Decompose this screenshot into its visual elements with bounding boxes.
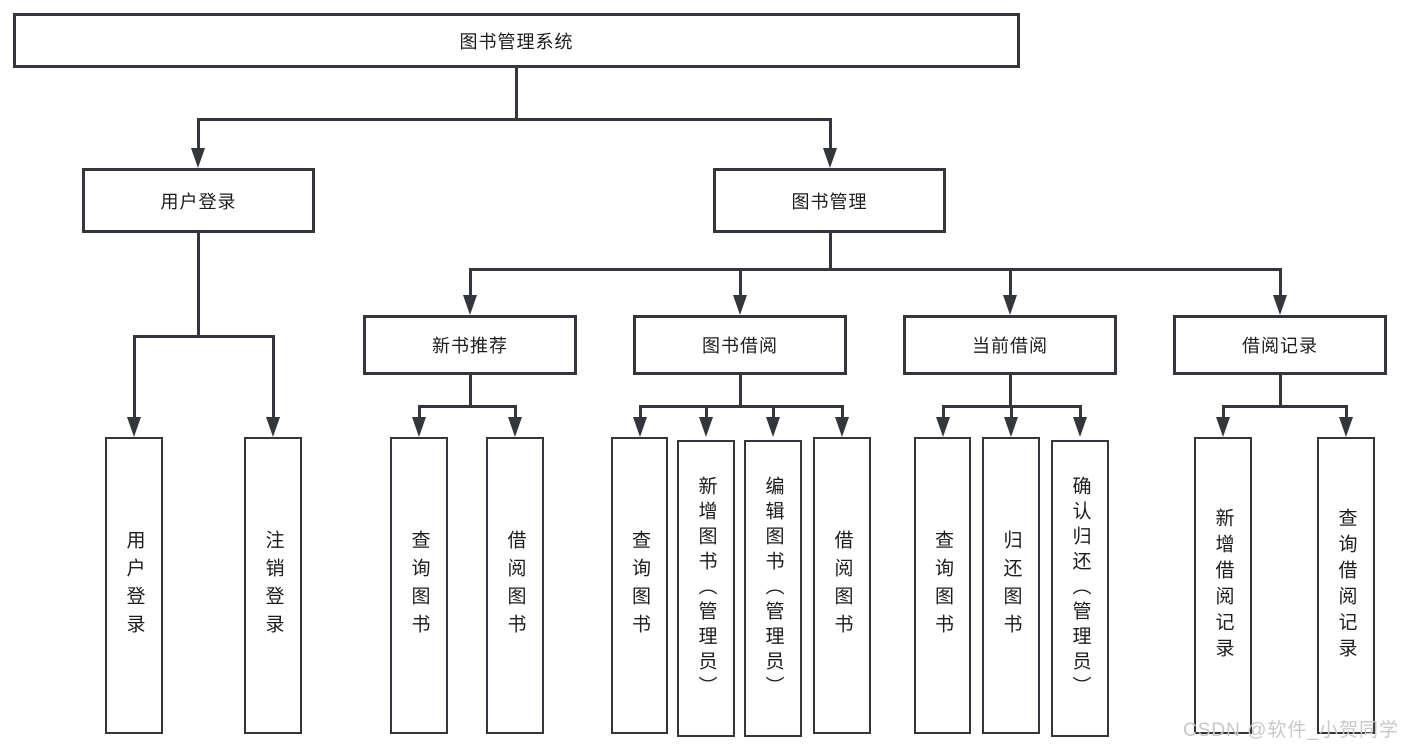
connector-drop xyxy=(1222,405,1225,421)
arrow-down-icon xyxy=(733,295,747,315)
arrow-down-icon xyxy=(191,148,205,168)
node-return-book: 归还图书 xyxy=(982,437,1040,734)
connector-bar xyxy=(418,405,517,408)
arrow-down-icon xyxy=(1273,295,1287,315)
node-borrow-books-recommend: 借阅图书 xyxy=(486,437,544,734)
node-new-book-recommend: 新书推荐 xyxy=(363,315,577,375)
connector-drop xyxy=(772,405,775,421)
connector-drop xyxy=(739,268,742,299)
connector-bar xyxy=(639,405,844,408)
node-add-book-admin-label: 新增图书（管理员） xyxy=(695,476,717,701)
node-logout: 注销登录 xyxy=(244,437,302,734)
node-borrow-books-borrowing-label: 借阅图书 xyxy=(831,529,853,642)
connector-stem xyxy=(515,68,518,121)
node-root-label: 图书管理系统 xyxy=(459,31,574,52)
node-new-book-recommend-label: 新书推荐 xyxy=(432,336,508,356)
node-confirm-return-admin: 确认归还（管理员） xyxy=(1051,440,1109,737)
arrow-down-icon xyxy=(1004,417,1018,437)
connector-drop xyxy=(705,405,708,421)
arrow-down-icon xyxy=(699,417,713,437)
connector-stem xyxy=(1279,375,1282,408)
node-borrow-records: 借阅记录 xyxy=(1173,315,1387,375)
node-edit-book-admin: 编辑图书（管理员） xyxy=(744,440,802,737)
arrow-down-icon xyxy=(463,295,477,315)
connector-drop xyxy=(469,268,472,299)
connector-drop xyxy=(841,405,844,421)
node-login: 用户登录 xyxy=(105,437,163,734)
node-add-book-admin: 新增图书（管理员） xyxy=(677,440,735,737)
arrow-down-icon xyxy=(1073,417,1087,437)
node-query-borrow-record: 查询借阅记录 xyxy=(1317,437,1375,734)
arrow-down-icon xyxy=(936,417,950,437)
arrow-down-icon xyxy=(1216,417,1230,437)
connector-drop xyxy=(1009,268,1012,299)
node-book-management-label: 图书管理 xyxy=(791,191,868,212)
connector-drop xyxy=(197,118,200,152)
node-query-books-current-label: 查询图书 xyxy=(932,529,953,642)
node-login-label: 用户登录 xyxy=(123,529,145,642)
node-return-book-label: 归还图书 xyxy=(1000,529,1022,642)
node-user-login: 用户登录 xyxy=(82,168,315,233)
connector-drop xyxy=(829,118,832,152)
arrow-down-icon xyxy=(266,417,280,437)
connector-stem xyxy=(829,233,832,271)
node-logout-label: 注销登录 xyxy=(262,529,284,642)
node-borrow-books-borrowing: 借阅图书 xyxy=(813,437,871,734)
node-current-borrowing: 当前借阅 xyxy=(903,315,1117,375)
connector-drop xyxy=(639,405,642,421)
connector-drop xyxy=(1279,268,1282,299)
arrow-down-icon xyxy=(1003,295,1017,315)
node-book-borrowing: 图书借阅 xyxy=(633,315,847,375)
connector-drop xyxy=(133,335,136,421)
node-current-borrowing-label: 当前借阅 xyxy=(972,336,1048,356)
node-book-borrowing-label: 图书借阅 xyxy=(702,336,778,356)
node-confirm-return-admin-label: 确认归还（管理员） xyxy=(1069,476,1091,701)
node-edit-book-admin-label: 编辑图书（管理员） xyxy=(762,476,784,701)
arrow-down-icon xyxy=(1339,417,1353,437)
arrow-down-icon xyxy=(508,417,522,437)
node-query-books-borrowing-label: 查询图书 xyxy=(629,529,650,642)
connector-drop xyxy=(1079,405,1082,421)
node-query-books-recommend-label: 查询图书 xyxy=(408,529,430,642)
node-query-borrow-record-label: 查询借阅记录 xyxy=(1335,507,1357,664)
connector-drop xyxy=(1345,405,1348,421)
node-query-books-borrowing: 查询图书 xyxy=(611,437,668,734)
connector-drop xyxy=(418,405,421,421)
arrow-down-icon xyxy=(633,417,647,437)
connector-drop xyxy=(1010,405,1013,421)
connector-drop xyxy=(272,335,275,421)
connector-drop xyxy=(942,405,945,421)
node-user-login-label: 用户登录 xyxy=(160,191,237,212)
node-query-books-recommend: 查询图书 xyxy=(390,437,448,734)
connector-bar xyxy=(1222,405,1348,408)
node-borrow-books-recommend-label: 借阅图书 xyxy=(504,529,526,642)
arrow-down-icon xyxy=(835,417,849,437)
connector-bar xyxy=(197,118,832,121)
connector-bar xyxy=(469,268,1282,271)
arrow-down-icon xyxy=(412,417,426,437)
connector-stem xyxy=(197,233,200,338)
node-add-borrow-record-label: 新增借阅记录 xyxy=(1212,507,1234,664)
connector-stem xyxy=(469,375,472,408)
connector-stem xyxy=(1009,375,1012,408)
connector-bar xyxy=(133,335,275,338)
node-query-books-current: 查询图书 xyxy=(914,437,971,734)
node-add-borrow-record: 新增借阅记录 xyxy=(1194,437,1252,734)
connector-drop xyxy=(514,405,517,421)
arrow-down-icon xyxy=(823,148,837,168)
node-borrow-records-label: 借阅记录 xyxy=(1242,336,1318,356)
node-root: 图书管理系统 xyxy=(13,13,1020,68)
connector-stem xyxy=(739,375,742,408)
node-book-management: 图书管理 xyxy=(713,168,946,233)
arrow-down-icon xyxy=(127,417,141,437)
arrow-down-icon xyxy=(766,417,780,437)
